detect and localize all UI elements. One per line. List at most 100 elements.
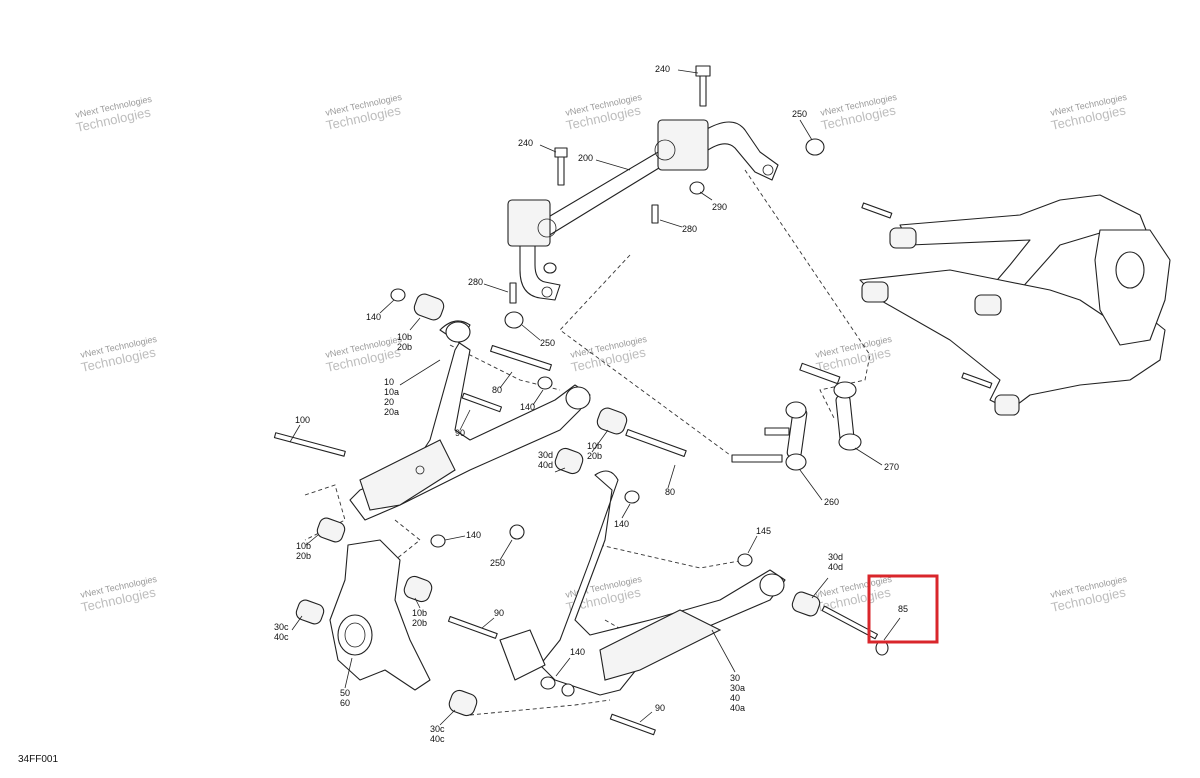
leader-line	[554, 467, 566, 473]
callout-c280a[interactable]: 280	[682, 224, 697, 234]
lower-arm-plate	[599, 609, 722, 681]
bolt-80	[490, 345, 552, 371]
highlight-box[interactable]: 85	[867, 574, 939, 644]
callout-c145[interactable]: 145	[756, 526, 771, 536]
callout-c80a[interactable]: 80	[492, 385, 502, 395]
lower-a-arm	[499, 470, 786, 696]
callout-line: 40d	[538, 460, 553, 470]
callout-c140e[interactable]: 140	[570, 647, 585, 657]
highlight-frame[interactable]	[867, 574, 939, 644]
link-stud	[764, 427, 790, 436]
callout-line: 240	[518, 138, 533, 148]
nut	[805, 138, 825, 156]
dashed-line	[744, 169, 871, 421]
callout-line: 250	[490, 558, 505, 568]
dashed-line	[599, 544, 746, 569]
callout-c80b[interactable]: 80	[665, 487, 675, 497]
callout-c140d[interactable]: 140	[466, 530, 481, 540]
sway-bar-bushing-right	[657, 119, 709, 171]
leader-line	[305, 534, 319, 546]
callout-line: 200	[578, 153, 593, 163]
callout-line: 30d	[538, 450, 553, 460]
leader-line	[439, 709, 456, 726]
callout-line: 270	[884, 462, 899, 472]
callout-line: 80	[492, 385, 502, 395]
callout-c90c[interactable]: 90	[655, 703, 665, 713]
bolt-90	[447, 616, 498, 639]
nut-140	[624, 490, 640, 504]
watermark: vNext Technologies Technologies	[324, 334, 403, 375]
leader-line	[659, 219, 683, 228]
bolt-shank	[509, 282, 517, 304]
callout-85[interactable]: 85	[898, 604, 908, 614]
leader-line	[409, 317, 421, 331]
leader-line	[699, 191, 713, 201]
leader-line	[414, 597, 421, 609]
watermark: vNext Technologies Technologies	[1049, 574, 1128, 615]
leader-line	[799, 469, 823, 501]
callout-line: 250	[792, 109, 807, 119]
assembled-bushing	[974, 294, 1002, 316]
callout-c100[interactable]: 100	[295, 415, 310, 425]
leader-line	[481, 617, 495, 629]
leader-line	[747, 535, 758, 554]
callout-c140a[interactable]: 140	[366, 312, 381, 322]
callout-line: 290	[712, 202, 727, 212]
nut-145	[737, 553, 753, 567]
washer	[561, 683, 575, 697]
callout-c240b[interactable]: 240	[518, 138, 533, 148]
leader-line	[711, 629, 736, 673]
nut	[504, 311, 524, 329]
callout-c270[interactable]: 270	[884, 462, 899, 472]
leader-line	[854, 447, 883, 466]
leader-line	[532, 389, 544, 406]
leader-line	[539, 144, 557, 153]
callout-c200[interactable]: 200	[578, 153, 593, 163]
bolt-head	[554, 147, 568, 158]
callout-line: 20b	[587, 451, 602, 461]
callout-c250a[interactable]: 250	[792, 109, 807, 119]
callout-c290[interactable]: 290	[712, 202, 727, 212]
callout-c240a[interactable]: 240	[655, 64, 670, 74]
callout-c260[interactable]: 260	[824, 497, 839, 507]
callout-c140b[interactable]: 140	[520, 402, 535, 412]
callout-line: 280	[682, 224, 697, 234]
callout-c90b[interactable]: 90	[494, 608, 504, 618]
bolt-shank	[651, 204, 659, 224]
link-ball	[838, 433, 862, 451]
knuckle-bore-inner	[344, 622, 366, 648]
upper-a-arm	[349, 320, 591, 521]
callout-c140c[interactable]: 140	[614, 519, 629, 529]
assembled-upper-arm	[899, 194, 1151, 311]
callout-line: 10b	[412, 608, 427, 618]
callout-c250b[interactable]: 250	[540, 338, 555, 348]
leader-line	[291, 615, 303, 631]
callout-c280b[interactable]: 280	[468, 277, 483, 287]
callout-c90a[interactable]: 90	[455, 428, 465, 438]
sway-bar-right-end	[689, 121, 779, 181]
leader-line	[289, 424, 301, 443]
callout-line: 30a	[730, 683, 745, 693]
callout-line: 40c	[430, 734, 445, 744]
callout-line: 30c	[274, 622, 289, 632]
link-hole	[541, 286, 553, 298]
watermark: vNext Technologies Technologies	[79, 334, 158, 375]
assembled-bushing	[861, 281, 889, 303]
callout-line: 80	[665, 487, 675, 497]
watermark: vNext Technologies Technologies	[324, 92, 403, 133]
lower-arm-fasteners	[447, 553, 889, 736]
assembled-bolt	[961, 372, 993, 389]
callout-c250c[interactable]: 250	[490, 558, 505, 568]
bushing-10b	[413, 293, 445, 321]
